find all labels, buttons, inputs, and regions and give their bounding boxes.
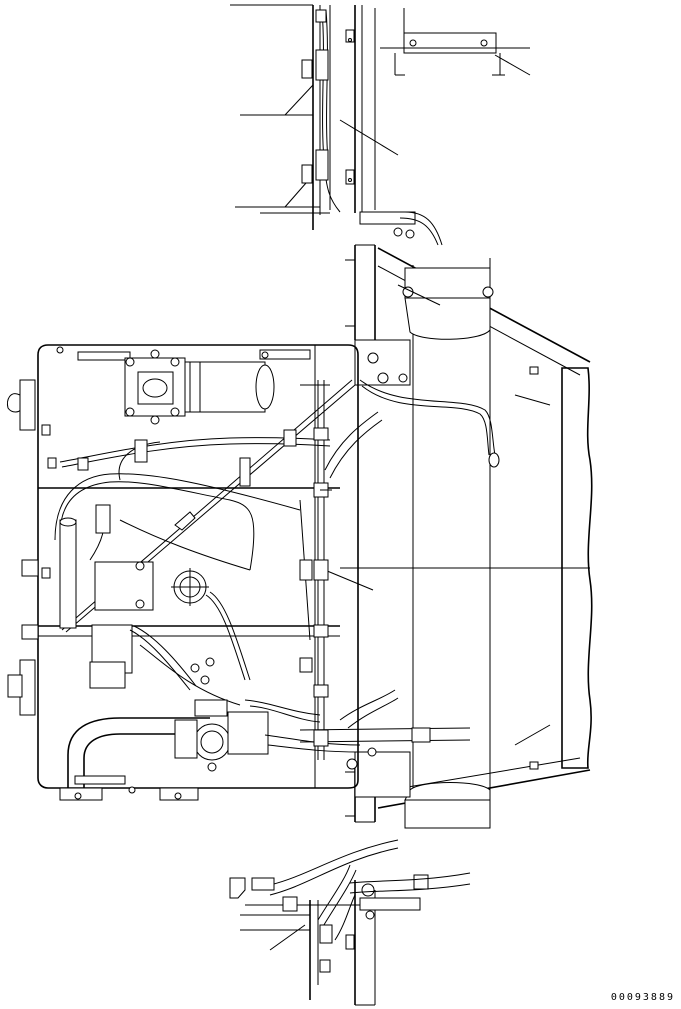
top-detail-view bbox=[230, 5, 530, 245]
bottom-detail-view bbox=[230, 840, 470, 1005]
main-frame-view bbox=[300, 245, 592, 828]
panel-assembly bbox=[8, 345, 361, 800]
drawing-number: 00093889 bbox=[610, 992, 675, 1003]
